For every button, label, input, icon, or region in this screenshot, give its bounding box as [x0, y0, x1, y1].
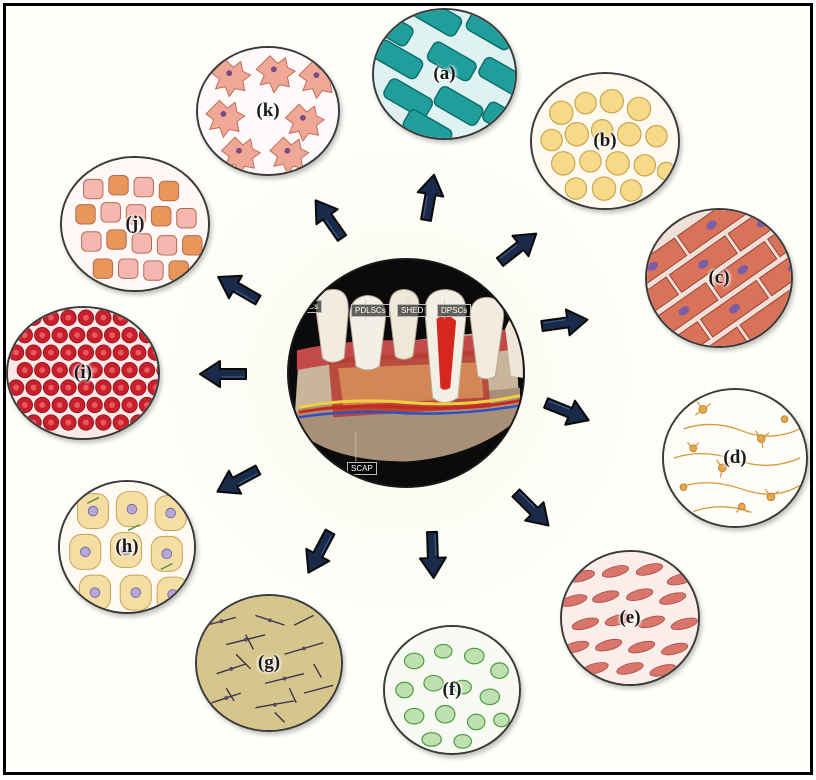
cell-d-label: (d) [723, 447, 747, 468]
dental-stem-cell-sources-image: SCs PDLSCs SHED DPSCs SCAP [287, 258, 525, 488]
cell-k-label: (k) [256, 100, 280, 121]
adipocyte-icon [532, 74, 678, 208]
scap-tag: SCAP [347, 462, 377, 475]
cell-c-cardiomyocytes: (c) [645, 208, 793, 348]
shed-tag: SHED [397, 304, 428, 317]
cell-j-label: (j) [125, 213, 145, 234]
pdlscs-tag: PDLSCs [351, 304, 390, 317]
cell-f-label: (f) [442, 679, 462, 700]
osteoblast-icon [197, 596, 341, 730]
muscle-cell-icon [374, 10, 515, 138]
cell-k-osteoclasts: (k) [196, 46, 340, 176]
cell-g-label: (g) [257, 652, 281, 673]
cell-i-erythrocytes: (i) [6, 306, 160, 440]
cell-g-osteoblasts: (g) [195, 594, 343, 732]
scs-tag: SCs [299, 300, 323, 313]
cell-e-smooth-muscle: (e) [560, 550, 700, 686]
neuron-icon [664, 390, 806, 526]
osteoclast-icon [198, 48, 338, 174]
cell-d-neurons: (d) [662, 388, 808, 528]
cardiomyocyte-icon [647, 210, 791, 346]
smooth-muscle-cell-icon [562, 552, 698, 684]
pancreatic-cell-icon [60, 482, 194, 612]
cell-b-label: (b) [593, 130, 617, 151]
cell-h-pancreatic-cells: (h) [58, 480, 196, 614]
red-blood-cell-icon [8, 308, 158, 438]
cell-e-label: (e) [619, 607, 641, 628]
cell-j-hepatocytes: (j) [60, 156, 210, 292]
hepatocyte-icon [62, 158, 208, 290]
dpscs-tag: DPSCs [437, 304, 472, 317]
cell-i-label: (i) [74, 362, 92, 383]
cell-b-adipocytes: (b) [530, 72, 680, 210]
cell-f-chondrocytes: (f) [383, 625, 521, 755]
chondrocyte-icon [385, 627, 519, 753]
cell-c-label: (c) [708, 267, 730, 288]
cell-a-label: (a) [433, 63, 456, 84]
cell-a-myocytes: (a) [372, 8, 517, 140]
cell-h-label: (h) [115, 536, 139, 557]
jaw-cross-section-illustration [289, 260, 523, 486]
